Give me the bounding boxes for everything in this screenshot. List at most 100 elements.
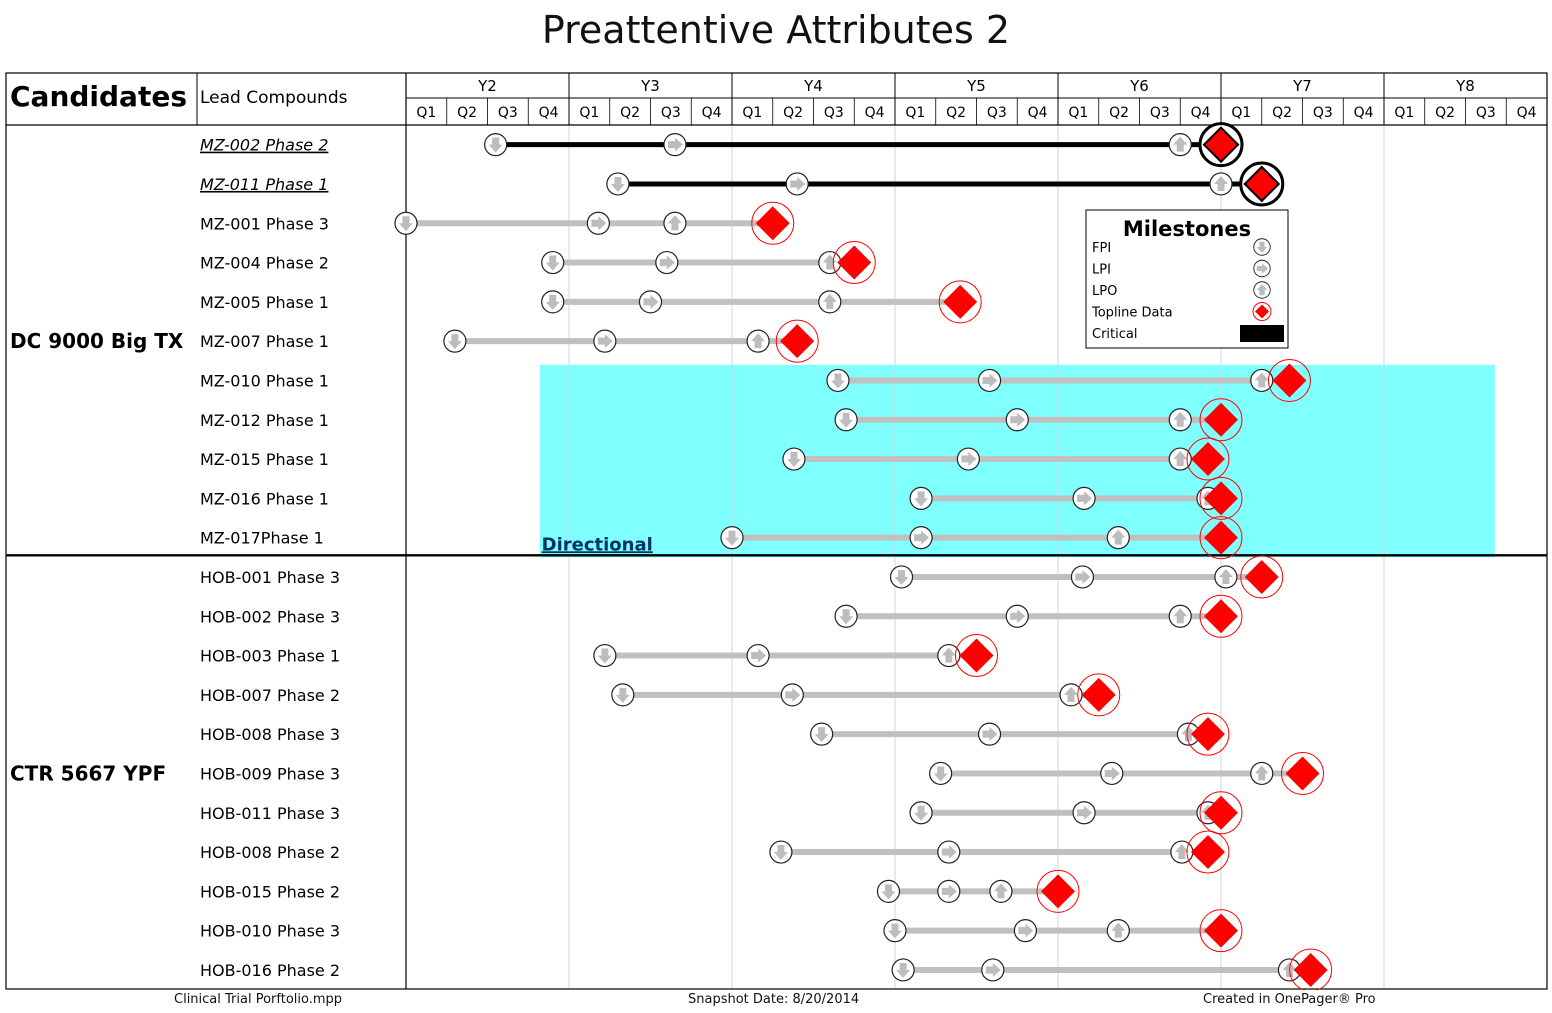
lpo-marker-arrow <box>751 333 766 349</box>
fpi-marker <box>541 250 565 275</box>
lpi-marker-arrow <box>985 962 1001 977</box>
quarter-label: Q4 <box>1028 105 1048 121</box>
topline-diamond <box>1077 673 1121 717</box>
task-row: MZ-007 Phase 1 <box>200 319 819 363</box>
quarter-label: Q4 <box>539 105 559 121</box>
fpi-marker-arrow <box>610 176 625 192</box>
topline-diamond-shape <box>1293 952 1328 987</box>
topline-diamond <box>775 319 819 363</box>
task-label: HOB-009 Phase 3 <box>200 764 340 783</box>
fpi-marker <box>891 958 915 982</box>
legend-item-label: Critical <box>1092 327 1137 342</box>
task-label: HOB-011 Phase 3 <box>200 804 340 823</box>
fpi-marker <box>484 133 508 157</box>
task-row: HOB-001 Phase 3 <box>200 555 1284 599</box>
lpo-marker-arrow <box>1064 686 1079 702</box>
topline-diamond-ring <box>955 634 998 678</box>
lpo-marker-arrow <box>1174 844 1189 860</box>
legend-item-label: FPI <box>1092 241 1111 256</box>
outer-border <box>5 72 1548 990</box>
topline-diamond <box>1281 751 1324 795</box>
fpi-marker-arrow <box>447 334 462 350</box>
lpi-marker-arrow <box>1077 491 1093 506</box>
fpi-marker-arrow <box>615 687 630 703</box>
topline-diamond-ring <box>751 201 795 245</box>
quarter-label: Q1 <box>905 105 925 121</box>
legend-fpi-icon <box>1253 238 1271 256</box>
legend-item-label: Topline Data <box>1091 306 1173 321</box>
lpo-marker-arrow <box>1254 765 1269 781</box>
lpi-marker <box>1072 486 1096 510</box>
fpi-marker-arrow <box>725 530 739 546</box>
lpi-marker-arrow <box>941 845 957 860</box>
lpo-marker <box>1168 604 1192 628</box>
chart-frame <box>5 72 1548 990</box>
lpi-marker <box>1005 408 1029 432</box>
topline-diamond-shape <box>1190 442 1225 477</box>
topline-diamond <box>1199 594 1243 638</box>
quarter-label: Q2 <box>1435 105 1455 121</box>
task-label: HOB-008 Phase 2 <box>200 843 340 862</box>
lpo-marker <box>818 290 842 314</box>
fpi-marker-arrow <box>545 255 560 271</box>
task-row: HOB-015 Phase 2 <box>200 869 1080 913</box>
year-label: Y2 <box>477 77 497 95</box>
group-label: DC 9000 Big TX <box>10 329 184 353</box>
lpi-marker <box>1013 919 1038 943</box>
topline-diamond-shape <box>837 245 872 280</box>
task-row: MZ-002 Phase 2 <box>200 122 1244 168</box>
task-label: MZ-015 Phase 1 <box>200 450 329 469</box>
lpo-marker <box>937 643 961 668</box>
topline-diamond <box>1186 830 1230 874</box>
lpo-marker-arrow <box>993 883 1008 899</box>
lpi-marker-arrow <box>1104 766 1120 781</box>
topline-diamond-shape <box>1190 835 1225 870</box>
topline-diamond-ring <box>1240 555 1284 599</box>
task-label: MZ-004 Phase 2 <box>200 254 329 273</box>
task-rows: MZ-002 Phase 2MZ-011 Phase 1MZ-001 Phase… <box>200 122 1333 990</box>
lpi-marker <box>746 643 770 668</box>
lpi-marker <box>1070 565 1095 589</box>
topline-diamond-shape <box>1272 363 1307 398</box>
topline-diamond <box>1199 791 1243 835</box>
task-row: HOB-008 Phase 2 <box>200 830 1230 874</box>
lpi-marker-arrow <box>1010 609 1026 624</box>
group-labels: DC 9000 Big TX CTR 5667 YPF <box>10 329 184 785</box>
topline-diamond-ring <box>1077 673 1121 717</box>
quarter-label: Q1 <box>1231 105 1251 121</box>
fpi-marker-arrow <box>888 923 902 939</box>
highlight-box-label: Directional <box>542 534 653 555</box>
topline-diamond-shape <box>1202 126 1240 164</box>
quarter-label: Q1 <box>1394 105 1414 121</box>
fpi-marker-arrow <box>545 294 560 310</box>
topline-diamond-ring <box>1186 830 1230 874</box>
quarter-label: Q2 <box>620 105 640 121</box>
lpo-marker-arrow <box>1173 451 1188 467</box>
lpi-marker <box>956 447 980 471</box>
fpi-marker <box>606 172 630 196</box>
lpi-marker-arrow <box>751 648 767 663</box>
lpi-marker <box>655 250 679 275</box>
lpi-marker <box>593 329 617 353</box>
lpi-marker <box>785 172 809 196</box>
task-row: MZ-010 Phase 1 <box>200 358 1311 402</box>
lpi-marker <box>937 840 961 864</box>
lpi-marker-arrow <box>591 216 607 231</box>
topline-diamond <box>1239 161 1285 207</box>
task-row: MZ-005 Phase 1 <box>200 280 982 324</box>
task-label: MZ-012 Phase 1 <box>200 411 329 430</box>
year-label: Y4 <box>803 77 823 95</box>
lpi-marker <box>977 722 1002 746</box>
fpi-marker-arrow <box>933 766 948 782</box>
candidates-header: Candidates <box>10 80 187 113</box>
group-label: CTR 5667 YPF <box>10 761 166 785</box>
task-label: HOB-016 Phase 2 <box>200 961 340 980</box>
topline-diamond-ring <box>1199 909 1243 953</box>
topline-diamond-shape <box>959 638 994 673</box>
quarter-label: Q4 <box>702 105 722 121</box>
lpi-marker-arrow <box>659 255 675 270</box>
quarter-label: Q3 <box>987 105 1007 121</box>
fpi-marker <box>394 211 418 235</box>
lpi-marker <box>1100 761 1124 786</box>
